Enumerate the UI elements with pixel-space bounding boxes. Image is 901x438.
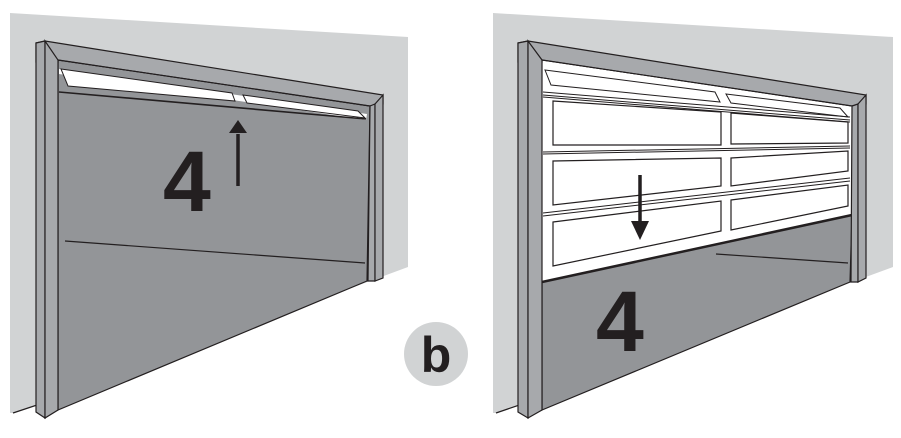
figure-label-badge: b (404, 322, 468, 386)
window-pane (730, 184, 849, 231)
transom-window-left (60, 68, 236, 102)
left-panel: 4 (10, 13, 408, 420)
door-frame-right-post-face (857, 93, 867, 283)
figure-label: b (421, 327, 452, 383)
door-frame-left-post-face (44, 39, 59, 420)
transom-rail (542, 94, 851, 121)
section-rail (542, 145, 851, 153)
arrow-down-icon (631, 175, 649, 240)
door-frame-left-post-face (527, 39, 543, 420)
transom-rail (542, 91, 851, 118)
arrow-up-icon (229, 120, 247, 186)
window-pane (552, 100, 722, 146)
section-rail (542, 177, 851, 214)
door-frame-right-post-face (374, 93, 384, 282)
step-number-right: 4 (596, 274, 644, 370)
door-panel-seam (715, 253, 849, 264)
window-pane (730, 150, 849, 187)
window-pane (552, 157, 722, 206)
step-number-left: 4 (163, 134, 211, 230)
door-panel-seam (64, 240, 366, 264)
door-frame-left-post (35, 40, 46, 420)
right-panel: 4 (493, 13, 893, 420)
door-bottom-edge (541, 213, 853, 284)
door-frame-right-post (850, 103, 859, 283)
window-pane (730, 112, 849, 145)
transom-window-left (544, 69, 721, 103)
transom-window-right (242, 94, 367, 119)
transom-bottom-edge (58, 91, 367, 120)
section-rail (542, 180, 851, 217)
header-inner-edge (541, 59, 853, 107)
section-rail (542, 147, 851, 155)
header-inner-edge (57, 59, 371, 107)
door-frame-left-post (517, 40, 529, 420)
